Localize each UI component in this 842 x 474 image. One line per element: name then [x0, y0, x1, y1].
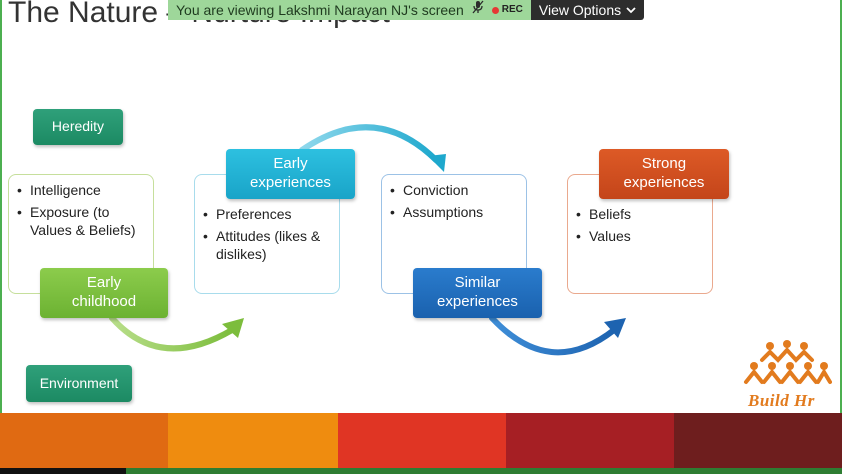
share-frame-right — [840, 0, 842, 474]
arrow-similar-to-strong — [489, 315, 626, 356]
list-item: Attitudes (likes & dislikes) — [203, 227, 331, 263]
footer-segment — [674, 413, 842, 468]
screen-share-banner: You are viewing Lakshmi Narayan NJ's scr… — [168, 0, 645, 20]
footer-segment — [168, 413, 338, 468]
mic-muted-icon — [472, 0, 484, 20]
stage-label-line: Early — [273, 155, 308, 173]
share-status-text: You are viewing Lakshmi Narayan NJ's scr… — [176, 2, 464, 18]
list-item: Preferences — [203, 205, 331, 223]
list-item: Beliefs — [576, 205, 704, 223]
view-options-label: View Options — [538, 2, 622, 18]
arrow-childhood-to-early — [109, 315, 244, 352]
environment-label: Environment — [26, 365, 132, 402]
arrow-early-to-similar — [299, 124, 446, 172]
chevron-down-icon — [626, 6, 636, 13]
footer-segment — [0, 413, 168, 468]
rec-indicator: REC — [491, 0, 523, 20]
stage-label-similar-experiences: Similar experiences — [413, 268, 542, 318]
heredity-label: Heredity — [33, 109, 123, 145]
stage-label-strong-experiences: Strong experiences — [599, 149, 729, 199]
stage-label-line: Strong — [641, 155, 687, 173]
share-status: You are viewing Lakshmi Narayan NJ's scr… — [168, 0, 531, 20]
rec-dot-icon — [491, 6, 499, 14]
view-options-button[interactable]: View Options — [530, 0, 645, 20]
share-bottom-accent — [126, 468, 842, 474]
logo-wordmark: Build Hr — [748, 391, 815, 410]
stage-label-line: experiences — [437, 293, 518, 310]
buildhr-logo-icon — [744, 340, 832, 384]
footer-color-bar — [0, 413, 842, 468]
stage-label-line: childhood — [71, 293, 137, 310]
share-bottom-strip — [0, 468, 842, 474]
footer-segment — [506, 413, 674, 468]
rec-label: REC — [501, 4, 523, 15]
list-item: Values — [576, 227, 704, 245]
stage-label-line: experiences — [250, 174, 331, 191]
stage-label-early-experiences: Early experiences — [226, 149, 355, 199]
stage-label-line: experiences — [623, 174, 705, 191]
stage-label-early-childhood: Early childhood — [40, 268, 168, 318]
list-item: Assumptions — [390, 203, 518, 221]
list-item: Intelligence — [17, 181, 145, 199]
list-item: Conviction — [390, 181, 518, 199]
list-item: Exposure (to Values & Beliefs) — [17, 203, 145, 239]
stage-label-line: Early — [86, 274, 122, 292]
share-frame-left — [0, 0, 2, 474]
footer-segment — [338, 413, 506, 468]
stage-label-line: Similar — [454, 274, 501, 292]
